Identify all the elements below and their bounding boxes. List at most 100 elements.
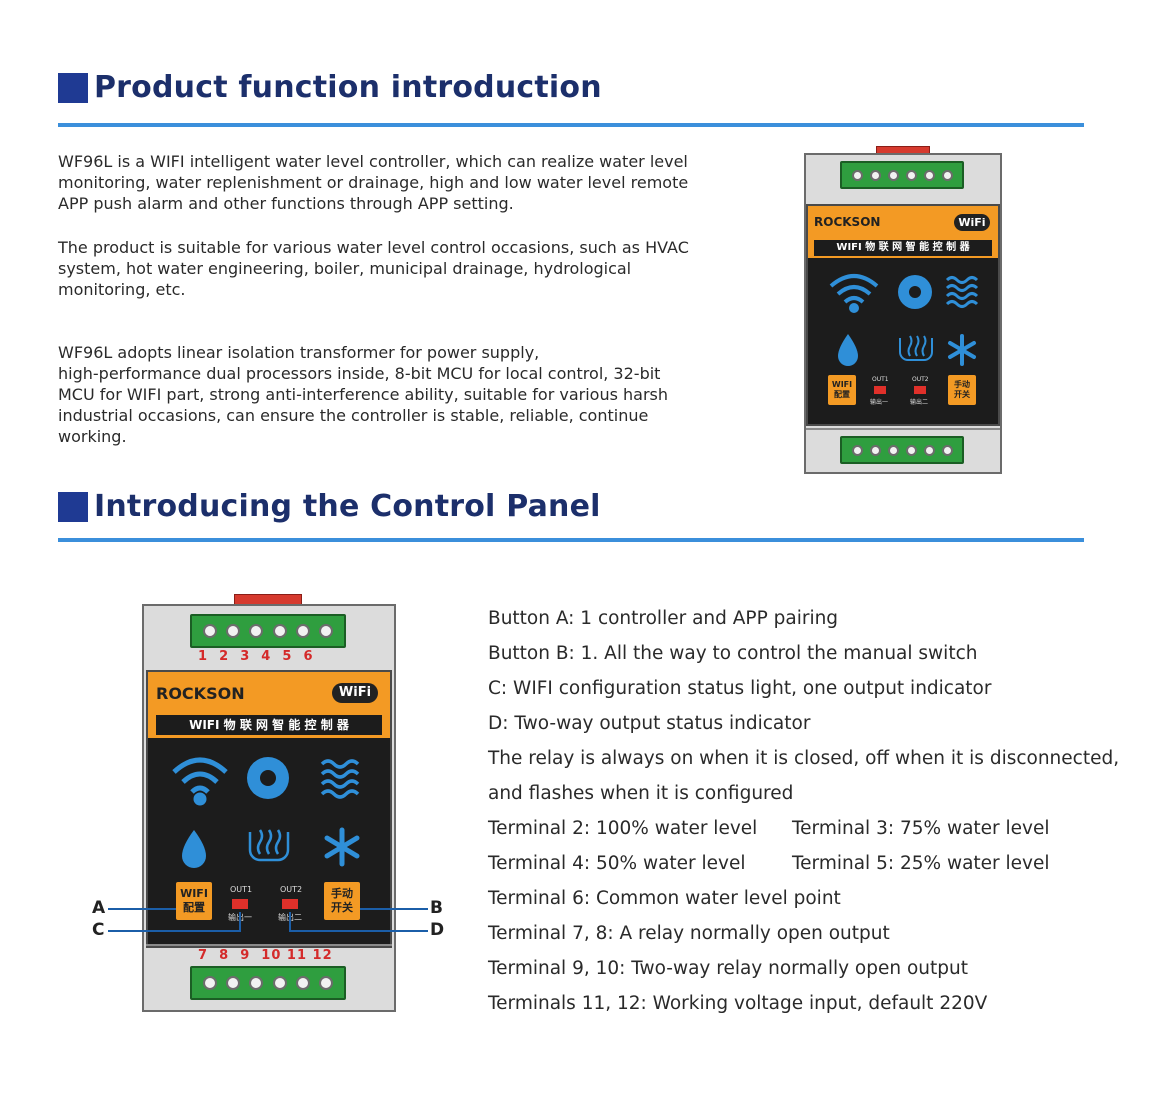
top-terminal-block	[840, 161, 964, 189]
screw-icon	[869, 169, 881, 181]
spec-terminal-3: Terminal 3: 75% water level	[792, 818, 1050, 839]
out2-cn-label: 输出二	[910, 399, 929, 406]
section-title-text: Introducing the Control Panel	[94, 489, 601, 524]
spec-row: Terminal 7, 8: A relay normally open out…	[488, 923, 890, 944]
snowflake-icon	[948, 334, 976, 366]
screw-icon	[202, 976, 217, 990]
callout-b-line	[360, 908, 428, 910]
heater-icon	[899, 335, 933, 361]
spec-row: Terminal 9, 10: Two-way relay normally o…	[488, 958, 968, 979]
panel-icons	[829, 274, 979, 366]
spec-row: Terminal 4: 50% water level Terminal 5: 2…	[488, 851, 1119, 886]
button-label: 配置	[834, 390, 850, 399]
button-label: 手动	[954, 380, 970, 389]
button-label: WIFI	[180, 887, 208, 900]
out2-label: OUT2	[912, 376, 929, 383]
button-label: WIFI	[831, 380, 853, 389]
screw-icon	[295, 976, 310, 990]
screw-icon	[941, 169, 953, 181]
heater-icon	[248, 829, 290, 862]
spec-row: The relay is always on when it is closed…	[488, 748, 1120, 769]
spec-terminal-5: Terminal 5: 25% water level	[792, 853, 1050, 874]
screw-icon	[905, 169, 917, 181]
housing-seam	[806, 428, 1000, 430]
screw-icon	[249, 624, 264, 638]
out1-label: OUT1	[230, 885, 253, 894]
screw-icon	[249, 976, 264, 990]
out2-label: OUT2	[280, 885, 303, 894]
screw-icon	[869, 444, 881, 456]
wifi-badge: WiFi	[954, 214, 990, 231]
section-divider	[58, 538, 1084, 542]
spec-row: Terminals 11, 12: Working voltage input,…	[488, 993, 988, 1014]
water-drop-icon	[182, 830, 206, 868]
bottom-terminal-block	[190, 966, 346, 1000]
callout-d: D	[430, 920, 445, 940]
brand-logo: ROCKSON	[814, 215, 881, 229]
intro-paragraph-1: WF96L is a WIFI intelligent water level …	[58, 151, 758, 214]
out1-label: OUT1	[872, 376, 889, 383]
screw-icon	[905, 444, 917, 456]
section-title-text: Product function introduction	[94, 70, 602, 105]
screw-icon	[272, 976, 287, 990]
text-line: APP push alarm and other functions throu…	[58, 194, 514, 213]
button-label: 手动	[331, 887, 353, 900]
callout-c: C	[92, 920, 105, 940]
spec-row: Terminal 2: 100% water level Terminal 3: …	[488, 816, 1119, 851]
screw-icon	[851, 444, 863, 456]
housing-seam	[146, 944, 392, 946]
device-subtitle: WIFI 物 联 网 智 能 控 制 器	[814, 240, 992, 256]
wifi-icon	[829, 274, 879, 313]
screw-icon	[941, 444, 953, 456]
text-line: WF96L is a WIFI intelligent water level …	[58, 152, 688, 171]
text-line: working.	[58, 427, 127, 446]
out1-cn-label: 输出一	[870, 399, 889, 406]
screw-icon	[887, 169, 899, 181]
callout-a: A	[92, 898, 106, 918]
title-marker	[58, 491, 88, 522]
text-line: MCU for WIFI part, strong anti-interfere…	[58, 385, 669, 404]
device-image-large: 1 2 3 4 5 6 ROCKSON WiFi WIFI 物 联 网 智 能 …	[142, 594, 396, 1012]
snowflake-icon	[324, 827, 360, 867]
wifi-config-button[interactable]: WIFI 配置	[176, 882, 212, 920]
device-subtitle: WIFI 物 联 网 智 能 控 制 器	[156, 715, 382, 735]
spec-row: and flashes when it is configured	[488, 783, 794, 804]
panel-icons	[172, 757, 360, 868]
screw-icon	[272, 624, 287, 638]
text-line: WF96L adopts linear isolation transforme…	[58, 343, 540, 362]
screw-icon	[319, 624, 334, 638]
fan-icon	[898, 275, 932, 309]
section-title-control-panel: Introducing the Control Panel	[58, 489, 601, 524]
screw-icon	[851, 169, 863, 181]
manual-switch-button[interactable]: 手动 开关	[948, 375, 976, 405]
wifi-badge: WiFi	[332, 683, 378, 703]
brand-logo: ROCKSON	[156, 684, 245, 703]
screw-icon	[923, 444, 935, 456]
spec-terminal-2: Terminal 2: 100% water level	[488, 818, 758, 839]
section-divider	[58, 123, 1084, 127]
intro-paragraph-2: The product is suitable for various wate…	[58, 237, 758, 300]
out2-indicator	[282, 899, 298, 909]
callout-a-line	[108, 908, 176, 910]
manual-switch-button[interactable]: 手动 开关	[324, 882, 360, 920]
intro-paragraph-3: WF96L adopts linear isolation transforme…	[58, 342, 758, 447]
out1-indicator	[874, 386, 886, 394]
callout-d-line-vertical	[289, 912, 291, 932]
screw-icon	[225, 624, 240, 638]
screw-icon	[295, 624, 310, 638]
bottom-terminal-numbers: 7 8 9 10 11 12	[198, 948, 333, 963]
water-drop-icon	[838, 334, 858, 366]
top-terminal-block	[190, 614, 346, 648]
button-label: 开关	[954, 390, 970, 399]
button-label: 开关	[331, 901, 353, 914]
wifi-config-button[interactable]: WIFI 配置	[828, 375, 856, 405]
callout-d-line	[290, 930, 428, 932]
text-line: high-performance dual processors inside,…	[58, 364, 661, 383]
spec-row: Button B: 1. All the way to control the …	[488, 643, 978, 664]
control-panel-spec-list: Button A: 1 controller and APP pairing B…	[488, 606, 1119, 1026]
waves-icon	[320, 759, 360, 799]
screw-icon	[319, 976, 334, 990]
spec-terminal-4: Terminal 4: 50% water level	[488, 853, 746, 874]
text-line: industrial occasions, can ensure the con…	[58, 406, 649, 425]
button-label: 配置	[183, 901, 205, 914]
